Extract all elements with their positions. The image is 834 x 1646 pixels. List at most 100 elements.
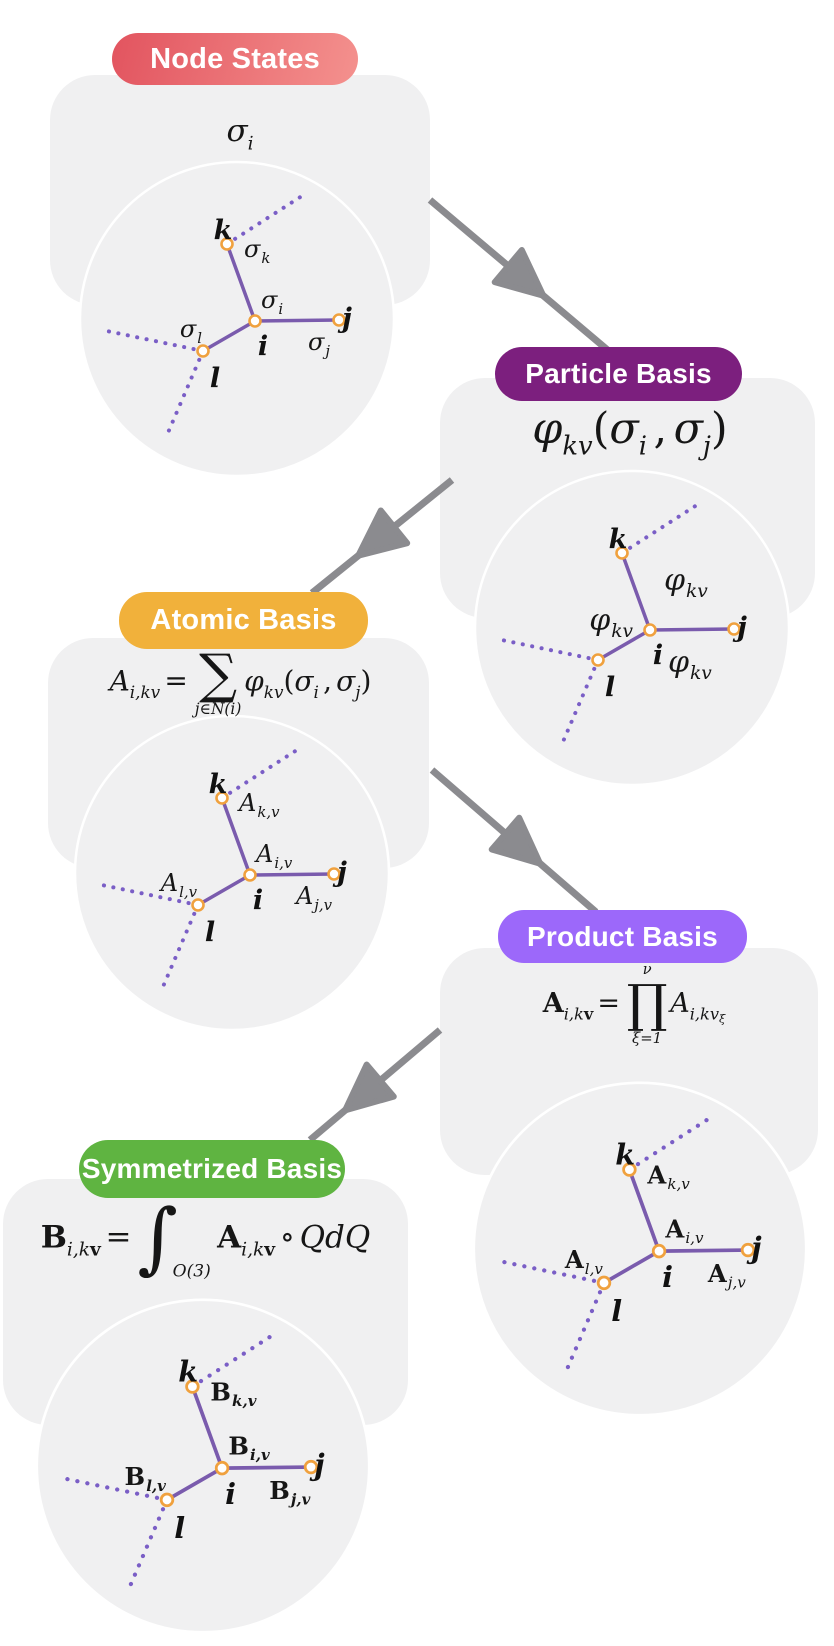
graph-edge	[225, 242, 257, 323]
atom-node-i	[214, 1460, 230, 1476]
flow-arrow-head-4	[342, 1061, 397, 1114]
atom-node-l	[591, 653, 605, 667]
node-states-badge: Node States	[112, 33, 358, 85]
atom-node-k	[185, 1379, 200, 1394]
formula-token: Q	[299, 1219, 325, 1256]
formula-token: j	[702, 431, 711, 462]
neighborhood-circle	[78, 160, 396, 478]
graph-edge	[627, 1167, 661, 1253]
formula-token: A	[542, 987, 564, 1019]
node-states-formula: σi	[50, 113, 430, 156]
big-operator: ν∏ξ=1	[626, 960, 668, 1047]
formula-token: kv	[263, 682, 284, 703]
flow-arrow-head-2	[355, 507, 411, 559]
formula-token: ∘	[279, 1219, 295, 1256]
integral-operator: ∫O(3)	[137, 1193, 211, 1283]
formula-token: d	[324, 1219, 345, 1256]
neighborhood-circle	[472, 1081, 808, 1417]
graph-edge	[596, 628, 652, 662]
formula-token: (	[283, 664, 295, 698]
formula-token: ,	[653, 404, 668, 454]
formula-token: σ	[226, 113, 248, 149]
value-label: φkv	[668, 645, 712, 684]
node-label-i: i	[225, 1477, 236, 1511]
value-label: Bi,v	[228, 1431, 270, 1464]
formula-token: v	[264, 1239, 276, 1261]
formula-token: σ	[609, 404, 639, 454]
formula-token: Q	[344, 1219, 371, 1256]
dotted-bond	[560, 658, 600, 746]
value-label: Aj,v	[707, 1259, 746, 1292]
dotted-bond	[63, 1476, 170, 1502]
formula-token: σ	[294, 664, 314, 698]
node-label-k: k	[609, 524, 628, 555]
formula-token: i,kv	[129, 682, 161, 703]
dotted-bond	[500, 638, 600, 662]
dotted-bond	[190, 1331, 278, 1389]
dotted-bond	[105, 329, 205, 353]
atom-node-l	[159, 1492, 175, 1508]
graph-edge	[196, 873, 252, 907]
value-label: Bj,v	[269, 1476, 310, 1509]
atom-node-i	[643, 623, 657, 637]
value-label: φkv	[664, 563, 708, 602]
atom-node-i	[248, 314, 262, 328]
node-label-k: k	[214, 215, 233, 246]
formula-token: i,k	[66, 1239, 91, 1261]
dotted-bond	[563, 1280, 607, 1374]
dotted-bond	[100, 883, 200, 907]
value-label: Aj,v	[294, 882, 333, 914]
atom-node-l	[191, 898, 205, 912]
node-label-j: j	[746, 1230, 762, 1264]
value-label: Bk,v	[210, 1377, 256, 1410]
formula-token: )	[710, 404, 728, 454]
value-label: σi	[261, 286, 283, 318]
graph-edge	[253, 318, 341, 323]
dotted-bond	[620, 501, 702, 555]
flow-arrow-line-2	[309, 477, 455, 596]
atom-node-j	[727, 622, 741, 636]
flow-arrow-head-3	[488, 814, 544, 867]
graph-edge	[220, 796, 252, 877]
product-basis-badge: Product Basis	[498, 910, 747, 963]
graph-edge	[220, 1465, 313, 1470]
value-label: Al,v	[159, 869, 198, 901]
formula-token: (	[592, 404, 610, 454]
atom-node-j	[303, 1459, 319, 1475]
formula-token: A	[109, 664, 130, 698]
node-label-i: i	[253, 885, 263, 916]
particle-basis-formula: φkv(σi,σj)	[445, 404, 815, 463]
node-label-k: k	[178, 1354, 198, 1388]
formula-token: =	[105, 1219, 132, 1256]
atom-node-j	[327, 867, 341, 881]
symmetrized-basis-formula: Bi,kv=∫O(3)Ai,kv∘QdQ	[3, 1193, 408, 1283]
node-label-l: l	[611, 1294, 622, 1328]
dotted-bond	[165, 349, 205, 437]
atom-node-i	[651, 1243, 667, 1259]
value-label: Ai,v	[664, 1214, 704, 1247]
dotted-bond	[126, 1497, 170, 1591]
flow-arrow-line-4	[307, 1027, 443, 1143]
node-label-l: l	[210, 363, 220, 394]
formula-token: =	[164, 664, 188, 698]
node-label-l: l	[605, 672, 615, 703]
atom-node-k	[215, 791, 229, 805]
node-label-j: j	[309, 1447, 325, 1481]
flow-arrow-head-1	[491, 247, 547, 299]
graph-edge	[657, 1248, 750, 1253]
formula-token: kv	[562, 431, 593, 462]
formula-token: i,k	[563, 1004, 584, 1024]
node-label-l: l	[174, 1511, 185, 1545]
value-label: Ai,v	[254, 840, 293, 872]
dotted-bond	[500, 1259, 607, 1285]
formula-token: j	[355, 682, 361, 703]
value-label: Al,v	[564, 1245, 604, 1278]
graph-edge	[201, 319, 257, 353]
dotted-bond	[627, 1114, 715, 1172]
graph-edge	[602, 1249, 661, 1285]
